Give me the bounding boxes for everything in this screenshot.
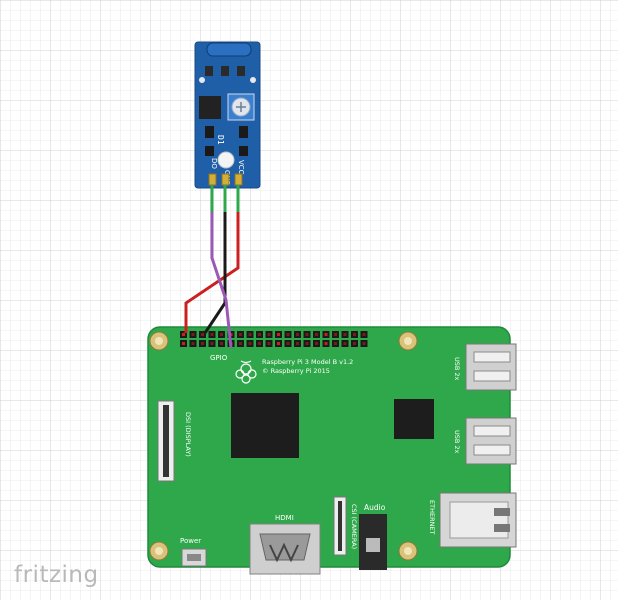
- dsi-label: DSI (DISPLAY): [184, 412, 192, 457]
- raspberry-pi-board[interactable]: GPIO Raspberry Pi 3 Model B v1.2 © Raspb…: [147, 326, 517, 575]
- micro-usb-power-port[interactable]: [181, 548, 207, 567]
- hdmi-port[interactable]: [249, 523, 321, 575]
- lan-chip: [394, 399, 434, 439]
- vibration-switch: [206, 42, 252, 57]
- hdmi-label: HDMI: [275, 514, 294, 522]
- gpio-pin-contact: [220, 333, 223, 336]
- usb-port-upper[interactable]: [465, 343, 517, 391]
- gpio-pin-contact: [334, 342, 337, 345]
- gpio-pin-contact: [296, 333, 299, 336]
- usb-port-lower[interactable]: [465, 417, 517, 465]
- pin-label-do: DO: [210, 158, 218, 169]
- gpio-pin-contact: [286, 333, 290, 336]
- fritzing-logo: fritzing: [14, 562, 99, 588]
- gpio-pin-contact: [210, 342, 214, 345]
- gpio-pin-contact: [239, 342, 242, 345]
- gpio-pin-contact: [286, 342, 290, 345]
- gpio-pin-contact: [305, 342, 309, 345]
- gpio-pin-contact: [248, 333, 252, 336]
- gpio-pin-contact: [267, 342, 271, 345]
- audio-label: Audio: [364, 503, 386, 512]
- gpio-pin-contact: [324, 342, 328, 345]
- signal-wire[interactable]: [210, 185, 233, 349]
- gpio-pin-contact: [267, 333, 271, 336]
- jumper-wires[interactable]: [184, 185, 240, 349]
- gpio-label: GPIO: [210, 354, 228, 362]
- power-label: Power: [180, 537, 201, 545]
- gpio-pin-contact: [182, 333, 185, 336]
- gpio-pin-contact: [362, 333, 366, 336]
- audio-jack[interactable]: [359, 514, 387, 570]
- gpio-pin-contact: [239, 333, 242, 336]
- gpio-pin-contact: [343, 342, 347, 345]
- gpio-pin-contact: [258, 342, 261, 345]
- gpio-pin-contact: [248, 342, 252, 345]
- gpio-pin-contact: [305, 333, 309, 336]
- gpio-pin-contact: [315, 342, 318, 345]
- chip-label: D1: [216, 135, 225, 145]
- pin-label-vcc: VCC: [237, 160, 245, 175]
- usb-label-upper: USB 2x: [453, 357, 461, 381]
- gpio-pin-contact: [201, 342, 204, 345]
- copyright-text: © Raspberry Pi 2015: [262, 367, 330, 375]
- gpio-pin-contact: [258, 333, 261, 336]
- raspberry-logo-icon: [235, 360, 257, 384]
- vibration-sensor-module[interactable]: D1 DO GND VCC: [194, 41, 261, 189]
- gpio-header[interactable]: [180, 331, 368, 347]
- usb-label-lower: USB 2x: [453, 430, 461, 454]
- gpio-pin-contact: [334, 333, 337, 336]
- gpio-pin-contact: [315, 333, 318, 336]
- ethernet-port[interactable]: [439, 492, 517, 548]
- csi-label: CSI (CAMERA): [350, 504, 358, 549]
- gpio-pin-contact: [191, 342, 195, 345]
- gpio-pin-contact: [220, 342, 223, 345]
- gpio-pin-contact: [210, 333, 214, 336]
- gpio-pin-contact: [201, 333, 204, 336]
- gpio-pin-contact: [277, 342, 280, 345]
- status-led: [217, 151, 235, 169]
- gpio-pin-contact: [353, 342, 356, 345]
- model-text: Raspberry Pi 3 Model B v1.2: [262, 358, 353, 366]
- gpio-pin-contact: [324, 333, 328, 336]
- power-wire[interactable]: [184, 185, 240, 333]
- gpio-pin-contact: [277, 333, 280, 336]
- gpio-pin-contact: [182, 342, 185, 345]
- dsi-connector: [157, 400, 175, 482]
- comparator-chip: [199, 96, 221, 119]
- soc-chip: [231, 393, 299, 458]
- csi-connector: [333, 496, 347, 556]
- gpio-pin-contact: [296, 342, 299, 345]
- gpio-pin-contact: [353, 333, 356, 336]
- gpio-pin-contact: [362, 342, 366, 345]
- gpio-pin-contact: [343, 333, 347, 336]
- ethernet-label: ETHERNET: [428, 500, 436, 535]
- gpio-pin-contact: [191, 333, 195, 336]
